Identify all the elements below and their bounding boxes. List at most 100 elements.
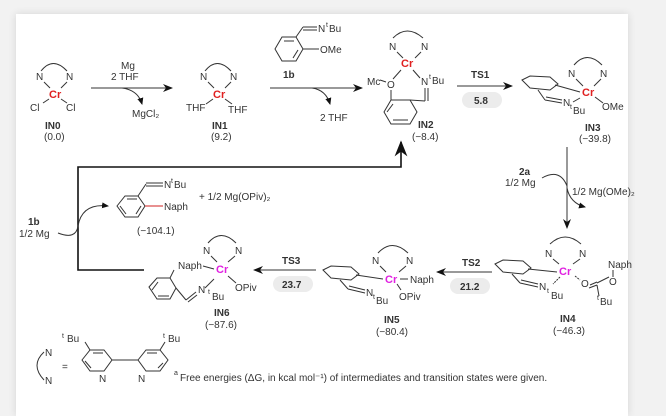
bu-text: Bu: [573, 106, 585, 117]
footnote: a Free energies (ΔG, in kcal mol⁻¹) of i…: [174, 370, 547, 384]
chromium-center: Cr: [401, 58, 414, 70]
in3-complex: N N Cr N t Bu OMe IN3 (−39.8): [521, 57, 624, 145]
footnote-text: Free energies (ΔG, in kcal mol⁻¹) of int…: [180, 373, 547, 384]
methoxy-group: OMe: [320, 45, 342, 56]
t-prefix: t: [326, 22, 328, 29]
ts2-label: TS2: [462, 258, 481, 269]
n-atom: N: [66, 72, 73, 83]
n-atom: N: [36, 72, 43, 83]
in1-energy: (9.2): [211, 132, 232, 143]
reagent-thf: 2 THF: [111, 72, 139, 83]
n-atom: N: [600, 69, 607, 80]
bu-text: Bu: [67, 334, 79, 345]
bu-text: Bu: [551, 291, 563, 302]
ts1-barrier-pill: [462, 92, 502, 108]
in1-label: IN1: [212, 121, 228, 132]
ligand-legend: N N = t Bu t Bu N N: [36, 333, 180, 387]
oxygen-atom: O: [387, 80, 395, 91]
reagent-mg: Mg: [121, 61, 135, 72]
t-prefix: t: [570, 104, 572, 111]
step4-arrow: 2a 1/2 Mg 1/2 Mg(OMe)₂: [505, 147, 635, 229]
step5-arrow: TS2 21.2: [436, 258, 492, 294]
in2-label: IN2: [418, 120, 434, 131]
n-atom: N: [545, 249, 552, 260]
n-atom: N: [421, 42, 428, 53]
in4-energy: (−46.3): [553, 326, 585, 337]
reagent-mg-half: 1/2 Mg: [505, 178, 536, 189]
coproduct-mg-opiv2: + 1/2 Mg(OPiv)₂: [199, 192, 271, 203]
in0-energy: (0.0): [44, 132, 65, 143]
product-energy: (−104.1): [137, 226, 175, 237]
thf-ligand: THF: [186, 103, 205, 114]
imine-n: N: [539, 282, 546, 293]
product-structure: N t Bu Naph (−104.1): [116, 178, 188, 237]
ts1-barrier: 5.8: [474, 96, 488, 107]
chromium-center: Cr: [216, 264, 229, 276]
loop-frame: [77, 147, 402, 271]
ts2-barrier-pill: [450, 278, 490, 294]
n-atom: N: [230, 72, 237, 83]
step7-loop: 1b 1/2 Mg N t Bu Naph (−104.1) + 1/2 Mg(…: [19, 140, 408, 271]
in0-complex: N N Cr Cl Cl IN0 (0.0): [30, 63, 75, 143]
in5-complex: N N Cr N t Bu Naph OPiv IN5 (−80.4): [322, 245, 434, 338]
in1-complex: N N Cr THF THF IN1 (9.2): [186, 63, 247, 143]
reagent-1b-structure: N t Bu OMe 1b: [274, 22, 342, 81]
in5-energy: (−80.4): [376, 327, 408, 338]
methyl-text: Mc: [367, 77, 380, 88]
reagent-2a: 2a: [519, 167, 531, 178]
imine-n: N: [198, 285, 205, 296]
equals-sign: =: [62, 362, 68, 373]
t-prefix: t: [597, 295, 599, 302]
imine-n: N: [421, 77, 428, 88]
naph-group: Naph: [608, 260, 632, 271]
in6-complex: N N Cr Naph N t Bu OPiv IN6 (−87.6): [148, 235, 257, 331]
bu-text: Bu: [432, 76, 444, 87]
ts2-barrier: 21.2: [460, 282, 480, 293]
n-atom: N: [45, 376, 52, 387]
t-prefix: t: [208, 289, 210, 296]
in6-energy: (−87.6): [205, 320, 237, 331]
in4-label: IN4: [560, 314, 576, 325]
step1-arrow: Mg 2 THF MgCl₂: [91, 61, 173, 120]
t-prefix: t: [62, 333, 64, 340]
bu-text: Bu: [168, 334, 180, 345]
methoxy-group: OMe: [602, 102, 624, 113]
n-atom: N: [568, 69, 575, 80]
reagent-1b-label: 1b: [283, 70, 295, 81]
n-atom: N: [235, 246, 242, 257]
n-atom: N: [372, 256, 379, 267]
chromium-center: Cr: [213, 89, 226, 101]
footnote-marker: a: [174, 370, 178, 377]
imine-n: N: [563, 98, 570, 109]
in3-label: IN3: [585, 123, 601, 134]
step2-arrow: N t Bu OMe 1b 2 THF: [270, 22, 363, 124]
chromium-center: Cr: [559, 266, 572, 278]
thf-ligand: THF: [228, 105, 247, 116]
in0-label: IN0: [45, 121, 61, 132]
in2-complex: N N Cr Mc O N t Bu IN2 (−8.4): [367, 30, 444, 143]
scheme-card: [16, 14, 628, 416]
in6-label: IN6: [214, 308, 230, 319]
bu-text: Bu: [174, 180, 186, 191]
t-prefix: t: [547, 288, 549, 295]
byproduct-mg-ome2: 1/2 Mg(OMe)₂: [572, 187, 635, 198]
byproduct-thf: 2 THF: [320, 113, 348, 124]
chloride-ligand: Cl: [30, 103, 39, 114]
n-atom: N: [389, 42, 396, 53]
n-atom: N: [200, 72, 207, 83]
t-prefix: t: [373, 294, 375, 301]
reagent-1b-loop: 1b: [28, 217, 40, 228]
in5-label: IN5: [384, 315, 400, 326]
reagent-mg-loop: 1/2 Mg: [19, 229, 50, 240]
opiv-group: OPiv: [235, 283, 257, 294]
naph-group: Naph: [178, 261, 202, 272]
t-prefix: t: [429, 74, 431, 81]
step3-arrow: TS1 5.8: [457, 70, 513, 108]
naph-group: Naph: [410, 275, 434, 286]
bu-text: Bu: [376, 296, 388, 307]
naph-group: Naph: [164, 202, 188, 213]
imine-n: N: [164, 180, 171, 191]
n-atom: N: [579, 249, 586, 260]
n-atom: N: [406, 256, 413, 267]
